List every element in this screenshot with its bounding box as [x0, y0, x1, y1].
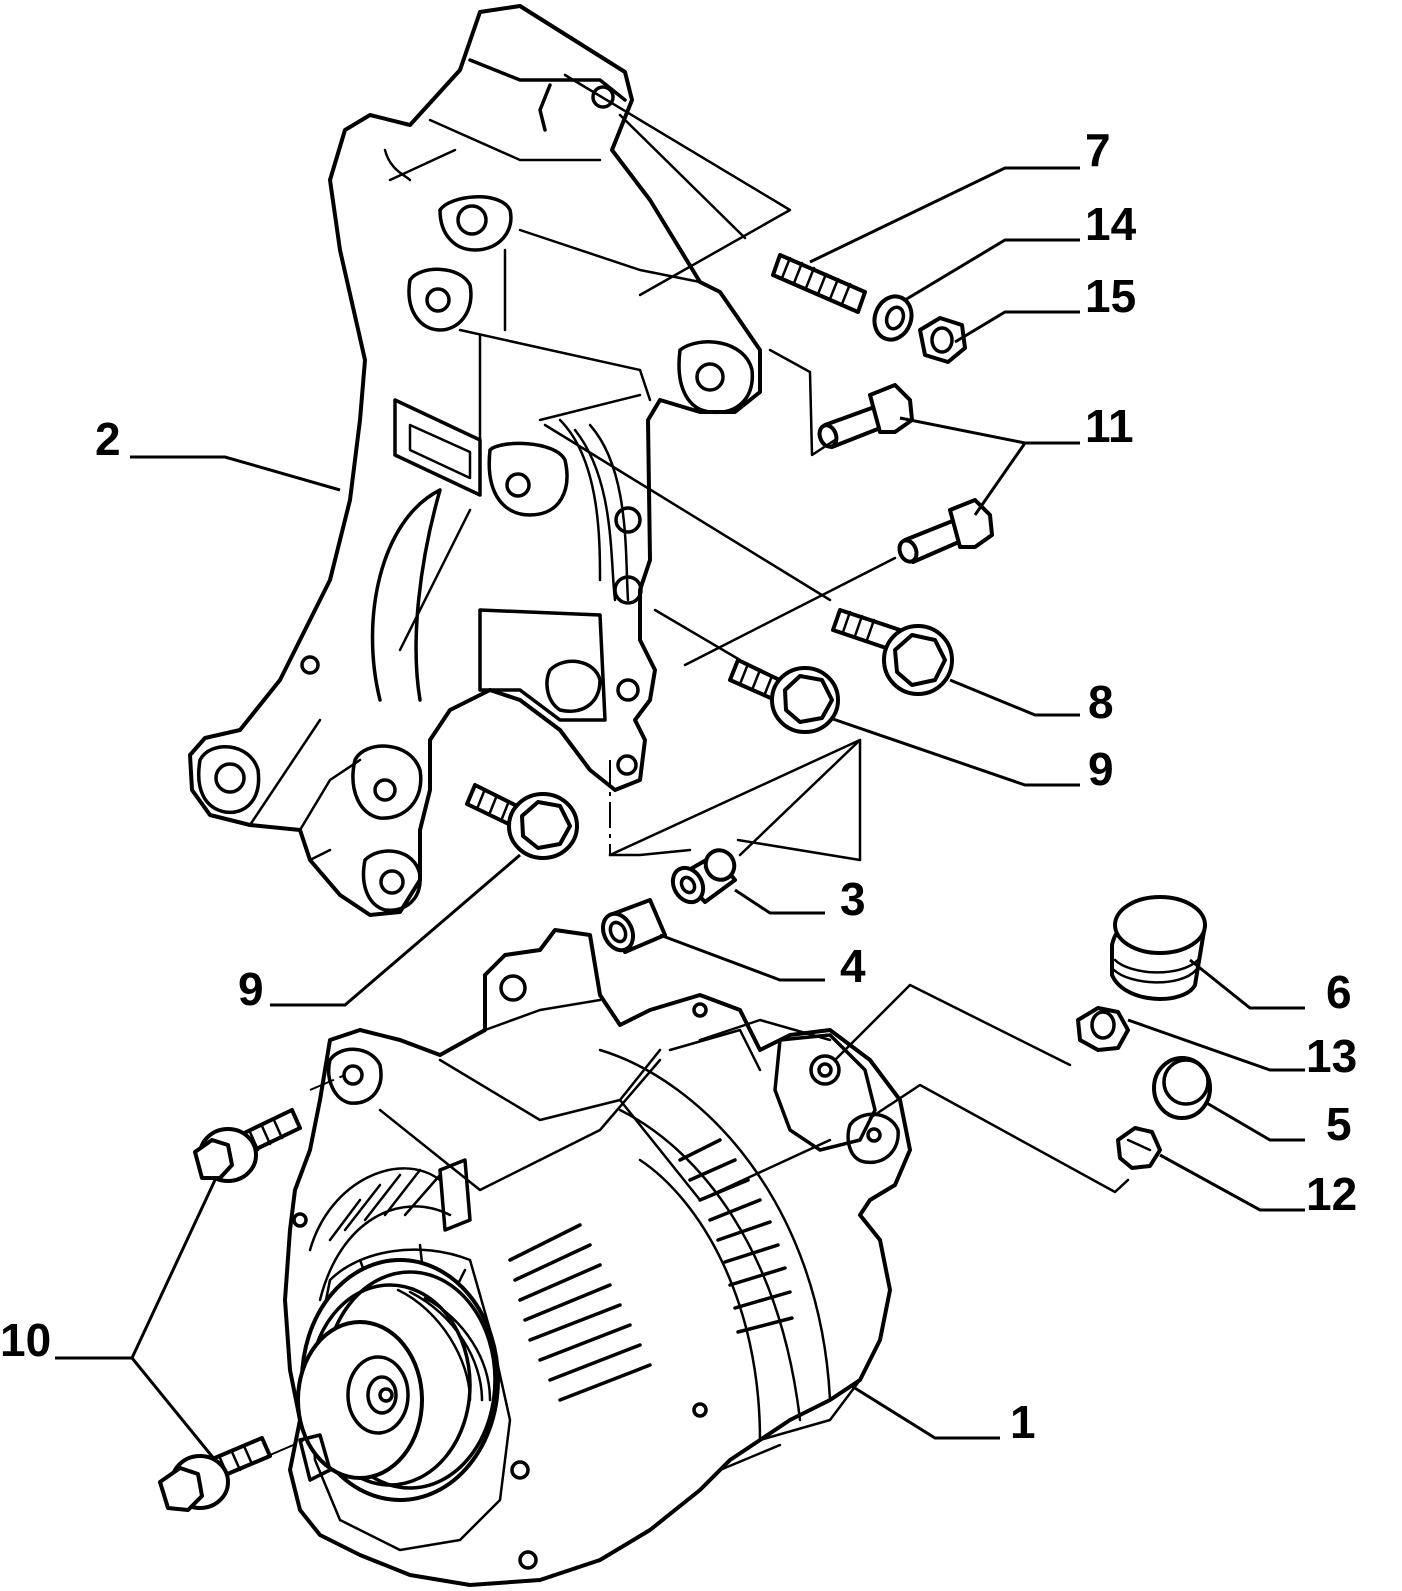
callout-12: 12	[1306, 1168, 1357, 1220]
callout-6: 6	[1326, 966, 1352, 1018]
callout-8: 8	[1088, 676, 1114, 728]
nut-13	[1076, 1006, 1130, 1052]
stator-vents	[678, 1138, 794, 1334]
nut-15	[918, 316, 967, 364]
pulley	[296, 1258, 500, 1502]
callout-14: 14	[1085, 198, 1137, 250]
front-vents	[508, 1223, 652, 1402]
callout-10: 10	[0, 1314, 51, 1366]
bolt-11-upper	[817, 383, 914, 449]
bolt-9-upper	[728, 658, 840, 734]
callout-11: 11	[1085, 400, 1134, 452]
callout-7: 7	[1085, 124, 1111, 176]
callout-4: 4	[840, 940, 866, 992]
assembly-lines	[269, 73, 1130, 1456]
bolt-10-upper	[193, 1108, 302, 1183]
callout-9-left: 9	[238, 963, 264, 1015]
stud-7	[771, 253, 867, 314]
bolt-9-lower	[465, 783, 579, 860]
callout-3: 3	[840, 873, 866, 925]
bolt-8	[831, 608, 954, 696]
callout-13: 13	[1306, 1030, 1357, 1082]
alternator	[283, 928, 912, 1587]
washer-14	[872, 294, 914, 342]
callout-1: 1	[1010, 1396, 1036, 1448]
leader-lines	[55, 166, 1305, 1461]
bolt-10-lower	[158, 1436, 272, 1512]
callout-9-right: 9	[1088, 743, 1114, 795]
callout-2: 2	[95, 413, 121, 465]
cap-5	[1152, 1056, 1212, 1120]
sleeve-4	[600, 898, 667, 954]
nut-12	[1116, 1126, 1162, 1170]
mounting-bracket	[188, 4, 762, 917]
callout-15: 15	[1085, 270, 1136, 322]
cap-6	[1110, 895, 1207, 1001]
spacer-3	[670, 848, 737, 905]
callout-5: 5	[1326, 1098, 1352, 1150]
callout-labels: 7 14 15 11 2 8 9 3 4 9 6 13 5 12 10 1	[0, 124, 1357, 1448]
bolt-11-lower	[897, 498, 994, 564]
